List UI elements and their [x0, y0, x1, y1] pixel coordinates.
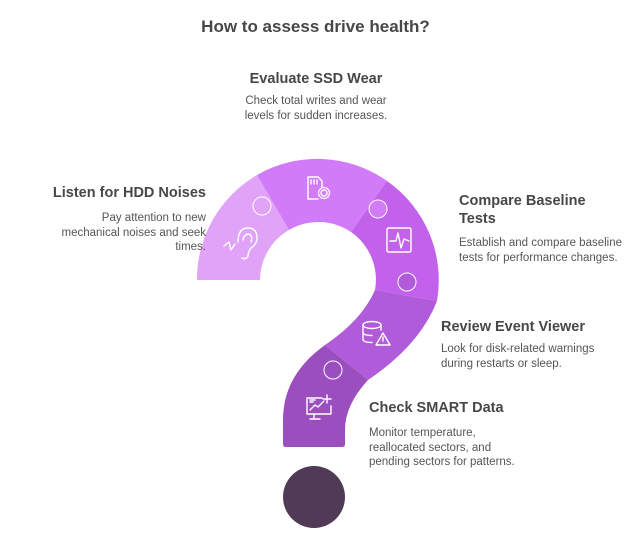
- puzzle-knob: [397, 272, 417, 292]
- step-title-compare-baseline: Compare Baseline Tests: [459, 193, 586, 227]
- database-warning-icon: [362, 320, 391, 346]
- step-desc-listen-hdd: Pay attention to new mechanical noises a…: [61, 212, 206, 253]
- step-desc-review-event: Look for disk-related warnings during re…: [441, 343, 595, 370]
- step-desc-compare-baseline: Establish and compare baseline tests for…: [459, 237, 623, 264]
- puzzle-knob: [368, 199, 388, 219]
- ear-icon: [223, 227, 258, 260]
- segment-review-event: [325, 290, 437, 380]
- pulse-monitor-icon: [386, 227, 412, 253]
- puzzle-knob: [252, 196, 272, 216]
- monitor-chart-icon: [306, 394, 332, 420]
- step-title-evaluate-ssd: Evaluate SSD Wear: [249, 71, 383, 87]
- question-dot: [283, 466, 345, 528]
- puzzle-knob: [323, 360, 343, 380]
- step-desc-evaluate-ssd: Check total writes and wear levels for s…: [244, 95, 388, 122]
- step-title-check-smart: Check SMART Data: [369, 400, 504, 416]
- step-title-listen-hdd: Listen for HDD Noises: [52, 185, 206, 201]
- page-title: How to assess drive health?: [201, 17, 430, 36]
- step-title-review-event: Review Event Viewer: [441, 319, 586, 335]
- sd-card-gear-icon: [307, 176, 331, 200]
- segment-check-smart: [283, 345, 368, 447]
- step-desc-check-smart: Monitor temperature, reallocated sectors…: [369, 427, 515, 468]
